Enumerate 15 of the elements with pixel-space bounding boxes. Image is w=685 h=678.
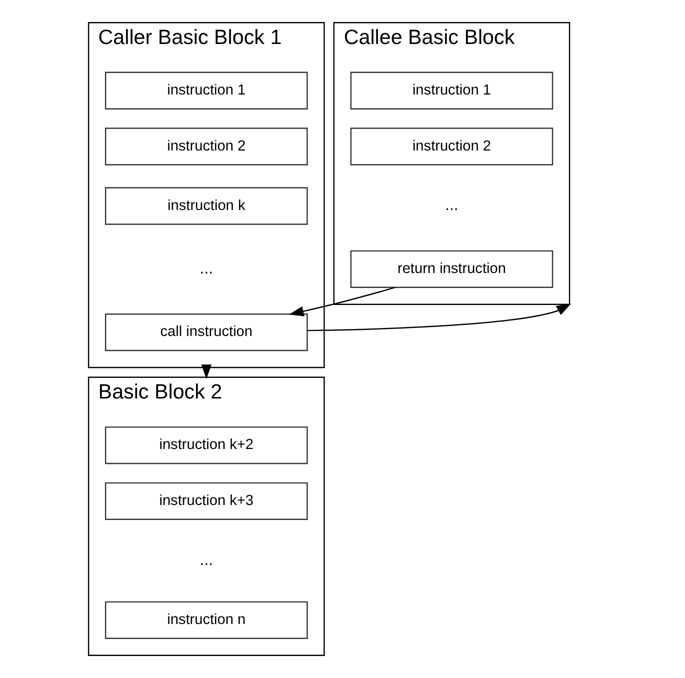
node-box: instruction 2	[104, 128, 308, 166]
node-box: instruction n	[104, 601, 308, 639]
node-box: instruction k+3	[104, 482, 308, 520]
node-box: instruction k+2	[104, 426, 308, 464]
arrow	[306, 304, 571, 332]
node-box: return instruction	[350, 250, 553, 288]
label: ...	[444, 197, 458, 214]
arrow	[200, 364, 211, 380]
node-box: call instruction	[104, 314, 308, 352]
node-box: instruction 1	[350, 72, 553, 110]
node-box: instruction 1	[104, 72, 308, 110]
label: ...	[199, 552, 212, 569]
label: ...	[199, 260, 212, 278]
node-box: instruction 2	[350, 128, 553, 166]
node-box: instruction k	[104, 187, 308, 225]
